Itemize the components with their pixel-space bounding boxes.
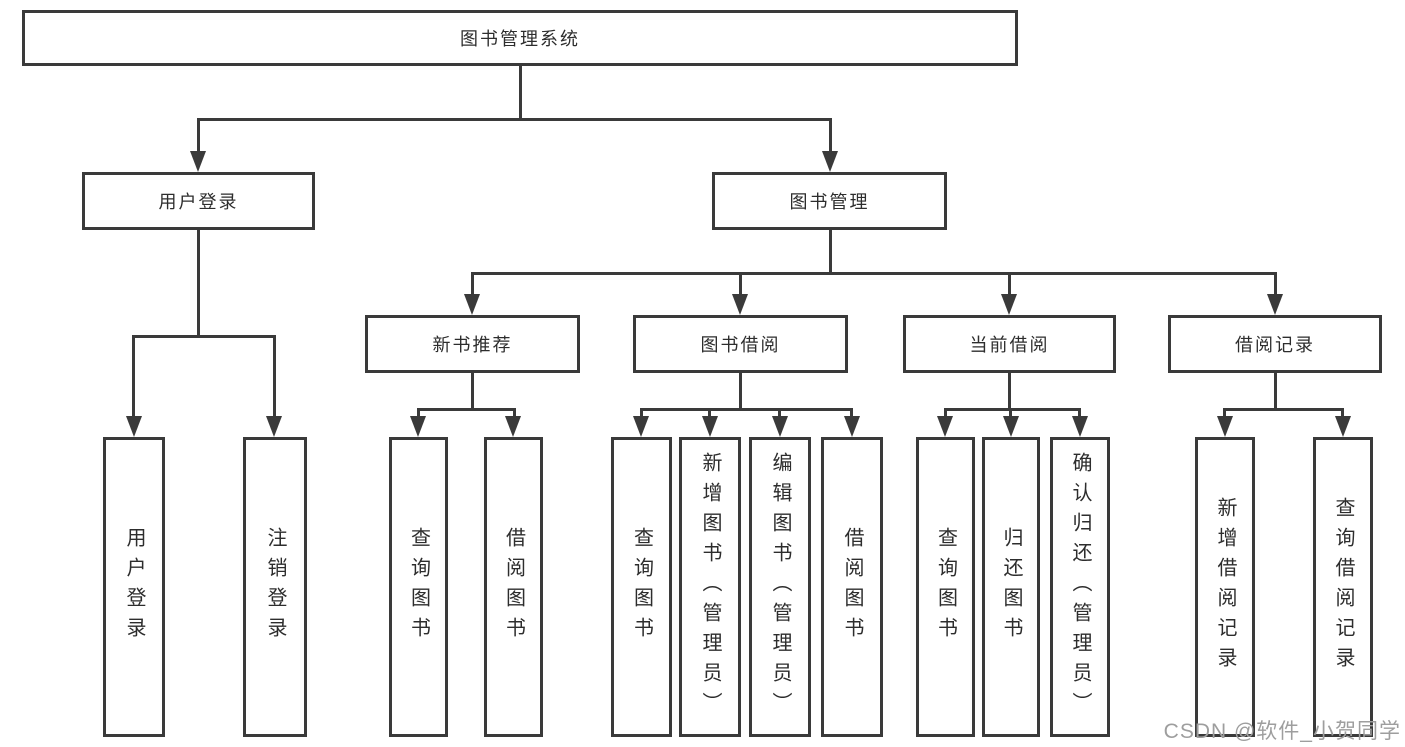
arrow-down-icon — [1217, 416, 1233, 437]
connector-line — [1008, 373, 1011, 408]
connector-line — [640, 408, 852, 411]
node-borrow-records-label: 借阅记录 — [1235, 335, 1315, 355]
csdn-watermark: CSDN @软件_小贺同学 — [1163, 720, 1401, 743]
connector-line — [739, 373, 742, 408]
leaf-current-return: 归还图书 — [982, 437, 1040, 737]
leaf-borrow-edit: 编辑图书（管理员） — [749, 437, 811, 737]
node-book-mgmt: 图书管理 — [712, 172, 947, 230]
connector-line — [417, 408, 420, 420]
connector-line — [273, 335, 276, 420]
leaf-logout-label: 注销登录 — [264, 527, 286, 647]
connector-line — [1274, 373, 1277, 408]
leaf-newbook-borrow-label: 借阅图书 — [502, 527, 525, 647]
connector-line — [1223, 408, 1226, 420]
leaf-current-confirm: 确认归还（管理员） — [1050, 437, 1110, 737]
arrow-down-icon — [732, 294, 748, 315]
connector-line — [471, 272, 1277, 275]
connector-line — [850, 408, 853, 420]
node-root: 图书管理系统 — [22, 10, 1018, 66]
arrow-down-icon — [126, 416, 142, 437]
arrow-down-icon — [266, 416, 282, 437]
arrow-down-icon — [190, 151, 206, 172]
leaf-borrow-add-label: 新增图书（管理员） — [699, 452, 721, 722]
connector-line — [944, 408, 947, 420]
connector-line — [778, 408, 781, 420]
connector-line — [1008, 272, 1011, 298]
leaf-current-query: 查询图书 — [916, 437, 975, 737]
arrow-down-icon — [822, 151, 838, 172]
connector-line — [132, 335, 276, 338]
arrow-down-icon — [633, 416, 649, 437]
connector-line — [197, 230, 200, 335]
connector-line — [829, 118, 832, 156]
leaf-user-login-label: 用户登录 — [123, 527, 145, 647]
connector-line — [471, 272, 474, 298]
leaf-record-query: 查询借阅记录 — [1313, 437, 1373, 737]
connector-line — [829, 230, 832, 272]
arrow-down-icon — [844, 416, 860, 437]
connector-line — [640, 408, 643, 420]
connector-line — [513, 408, 516, 420]
connector-line — [471, 373, 474, 408]
node-borrow-records: 借阅记录 — [1168, 315, 1382, 373]
leaf-record-add-label: 新增借阅记录 — [1214, 497, 1236, 677]
arrow-down-icon — [702, 416, 718, 437]
connector-line — [1223, 408, 1344, 411]
node-new-book-rec-label: 新书推荐 — [432, 335, 513, 355]
arrow-down-icon — [464, 294, 480, 315]
arrow-down-icon — [1335, 416, 1351, 437]
connector-line — [708, 408, 711, 420]
connector-line — [1078, 408, 1081, 420]
leaf-borrow-borrow: 借阅图书 — [821, 437, 883, 737]
connector-line — [197, 118, 832, 121]
leaf-borrow-query: 查询图书 — [611, 437, 672, 737]
leaf-current-query-label: 查询图书 — [934, 527, 957, 647]
arrow-down-icon — [1072, 416, 1088, 437]
leaf-record-query-label: 查询借阅记录 — [1332, 497, 1354, 677]
leaf-current-return-label: 归还图书 — [1000, 527, 1022, 647]
connector-line — [417, 408, 516, 411]
arrow-down-icon — [1003, 416, 1019, 437]
node-current-borrow: 当前借阅 — [903, 315, 1116, 373]
leaf-user-login: 用户登录 — [103, 437, 165, 737]
arrow-down-icon — [410, 416, 426, 437]
leaf-borrow-query-label: 查询图书 — [630, 527, 653, 647]
leaf-borrow-add: 新增图书（管理员） — [679, 437, 741, 737]
node-book-borrow-label: 图书借阅 — [700, 335, 781, 355]
connector-line — [944, 408, 1081, 411]
leaf-record-add: 新增借阅记录 — [1195, 437, 1255, 737]
leaf-borrow-edit-label: 编辑图书（管理员） — [769, 452, 791, 722]
connector-line — [197, 118, 200, 156]
node-root-label: 图书管理系统 — [460, 29, 580, 49]
node-user-login-label: 用户登录 — [158, 192, 239, 212]
arrow-down-icon — [1267, 294, 1283, 315]
connector-line — [1274, 272, 1277, 298]
connector-line — [1341, 408, 1344, 420]
leaf-newbook-query: 查询图书 — [389, 437, 448, 737]
connector-line — [519, 64, 522, 120]
leaf-logout: 注销登录 — [243, 437, 307, 737]
node-new-book-rec: 新书推荐 — [365, 315, 580, 373]
node-user-login: 用户登录 — [82, 172, 315, 230]
node-book-mgmt-label: 图书管理 — [789, 192, 870, 212]
arrow-down-icon — [772, 416, 788, 437]
leaf-borrow-borrow-label: 借阅图书 — [841, 527, 863, 647]
leaf-newbook-query-label: 查询图书 — [407, 527, 430, 647]
node-current-borrow-label: 当前借阅 — [969, 335, 1050, 355]
arrow-down-icon — [1001, 294, 1017, 315]
connector-line — [132, 335, 135, 420]
leaf-newbook-borrow: 借阅图书 — [484, 437, 543, 737]
connector-line — [1009, 408, 1012, 420]
connector-line — [739, 272, 742, 298]
arrow-down-icon — [937, 416, 953, 437]
arrow-down-icon — [505, 416, 521, 437]
node-book-borrow: 图书借阅 — [633, 315, 848, 373]
leaf-current-confirm-label: 确认归还（管理员） — [1069, 452, 1091, 722]
